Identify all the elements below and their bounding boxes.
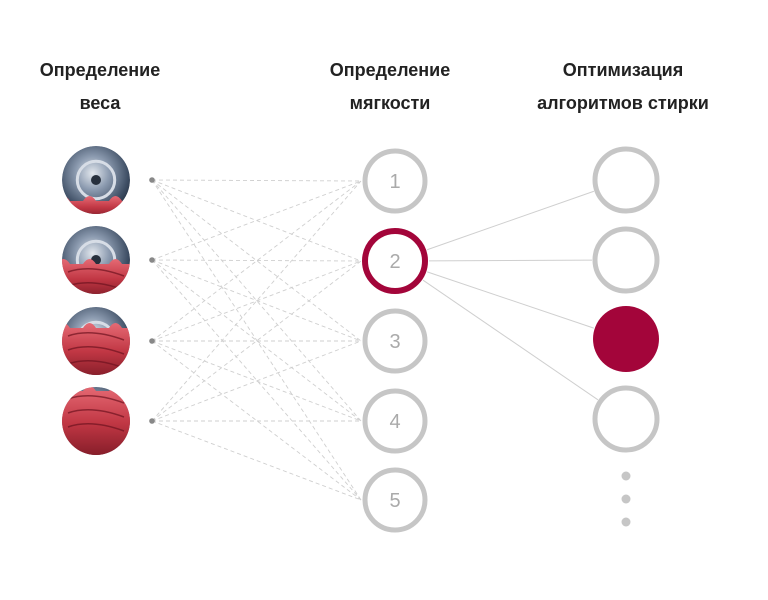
connector-weight-1-to-softness-1	[151, 179, 362, 182]
weight-level-3-connector-dot	[149, 338, 155, 344]
softness-node-circle	[362, 388, 428, 454]
fabric-fold	[67, 268, 125, 277]
softness-node-5: 5	[362, 467, 428, 533]
ellipsis-dot-1	[621, 471, 631, 481]
fabric-fill	[62, 259, 130, 294]
fabric-fold	[67, 346, 125, 355]
softness-heading-line2: мягкости	[349, 93, 431, 113]
weight-levels	[62, 146, 155, 455]
algorithm-heading-line2: алгоритмов стирки	[537, 93, 709, 113]
ellipsis-dot-3	[621, 517, 631, 527]
connector-softness-to-algorithm-1	[426, 190, 595, 251]
softness-node-label: 1	[389, 171, 400, 193]
connector-weight-2-to-softness-4	[151, 259, 362, 422]
weight-level-2-image	[62, 226, 130, 294]
algorithm-node-2	[592, 226, 660, 294]
connector-weight-4-to-softness-2	[151, 260, 362, 422]
connector-weight-2-to-softness-5	[151, 259, 362, 501]
weight-level-3	[62, 307, 155, 375]
softness-detection-heading: Определение мягкости	[280, 54, 500, 120]
connector-weight-2-to-softness-2	[151, 259, 362, 262]
algorithm-nodes	[592, 146, 660, 453]
algorithm-node-4	[592, 385, 660, 453]
weight-level-1	[62, 146, 155, 214]
softness-node-4: 4	[362, 388, 428, 454]
weight-level-2-connector-dot	[149, 257, 155, 263]
weight-heading-line1: Определение	[39, 60, 161, 80]
connector-softness-to-algorithm-2	[428, 259, 593, 262]
connector-weight-2-to-softness-3	[151, 259, 362, 342]
connector-weight-3-to-softness-1	[151, 180, 362, 342]
ellipsis-dot-2	[621, 494, 631, 504]
connector-weight-3-to-softness-2	[151, 260, 362, 342]
connector-weight-1-to-softness-2	[151, 179, 362, 262]
algorithm-optimization-heading: Оптимизация алгоритмов стирки	[513, 54, 733, 120]
weight-level-4	[62, 387, 155, 455]
softness-algorithm-connectors	[422, 190, 599, 401]
softness-levels: 1 2 3 4 5	[362, 148, 428, 533]
algorithm-node-1	[592, 146, 660, 214]
weight-level-2	[62, 226, 155, 294]
fabric-fill	[62, 323, 130, 375]
connector-weight-4-to-softness-5	[151, 420, 362, 501]
connector-weight-3-to-softness-5	[151, 340, 362, 501]
more-algorithms-ellipsis	[621, 471, 631, 527]
weight-detection-heading: Определение веса	[0, 54, 210, 120]
weight-level-4-connector-dot	[149, 418, 155, 424]
softness-node-label: 2	[389, 251, 400, 273]
softness-node-circle	[362, 467, 428, 533]
softness-node-2: 2	[362, 228, 428, 294]
weight-level-3-image	[62, 307, 130, 375]
fabric-fold	[67, 423, 125, 432]
fabric-fold	[67, 395, 125, 404]
weight-level-4-image	[62, 387, 130, 455]
connector-softness-to-algorithm-4	[422, 279, 599, 401]
weight-softness-connectors	[151, 179, 362, 501]
softness-node-label: 4	[389, 411, 400, 433]
softness-node-circle	[362, 148, 428, 214]
weight-level-1-image	[62, 146, 130, 214]
connector-softness-to-algorithm-3	[427, 271, 594, 329]
connector-weight-3-to-softness-4	[151, 340, 362, 422]
algorithm-node-3-selected	[593, 306, 659, 372]
fabric-fold	[67, 409, 125, 418]
weight-level-1-connector-dot	[149, 177, 155, 183]
softness-node-1: 1	[362, 148, 428, 214]
softness-heading-line1: Определение	[329, 60, 451, 80]
softness-node-label: 3	[389, 331, 400, 353]
drum-hub	[91, 175, 101, 185]
connector-weight-4-to-softness-1	[151, 180, 362, 422]
softness-node-circle	[362, 308, 428, 374]
fabric-fold	[67, 332, 125, 341]
connector-weight-4-to-softness-3	[151, 340, 362, 422]
weight-heading-line2: веса	[79, 93, 121, 113]
softness-node-circle	[362, 228, 428, 294]
connector-weight-1-to-softness-5	[151, 179, 362, 501]
connector-weight-1-to-softness-3	[151, 179, 362, 342]
softness-node-label: 5	[389, 490, 400, 512]
softness-node-3: 3	[362, 308, 428, 374]
algorithm-heading-line1: Оптимизация	[562, 60, 684, 80]
drum-ring	[75, 159, 117, 201]
fabric-fold	[67, 360, 125, 369]
connector-weight-2-to-softness-1	[151, 180, 362, 261]
